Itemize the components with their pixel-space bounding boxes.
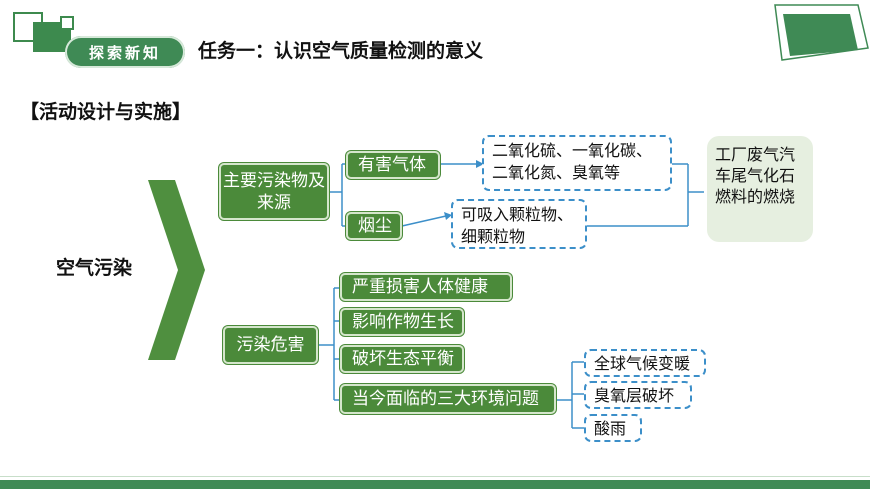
harm-item: 影响作物生长 — [340, 308, 464, 336]
page-title: 任务一：认识空气质量检测的意义 — [198, 40, 484, 62]
harm-item: 破坏生态平衡 — [340, 345, 464, 373]
harm-item-label: 影响作物生长 — [352, 312, 454, 332]
harm-item-label: 当今面临的三大环境问题 — [352, 389, 539, 409]
harms-label: 污染危害 — [236, 335, 305, 355]
problem-item: 全球气候变暖 — [584, 349, 706, 377]
problem-item: 酸雨 — [584, 414, 642, 442]
dust-box: 烟尘 — [346, 212, 402, 240]
corner-square-small — [60, 16, 74, 30]
dust-label: 烟尘 — [358, 216, 392, 236]
footer-line — [0, 476, 870, 477]
section-badge-label: 探索新知 — [88, 43, 161, 62]
pollution-origin-box: 工厂废气汽车尾气化石燃料的燃烧 — [707, 136, 813, 242]
gas-examples-box: 二氧化硫、一氧化碳、二氧化氮、臭氧等 — [482, 135, 672, 191]
problem-item: 臭氧层破坏 — [584, 381, 692, 409]
harm-item-label: 破坏生态平衡 — [352, 349, 454, 369]
harmful-gas-label: 有害气体 — [358, 155, 426, 175]
harm-item: 当今面临的三大环境问题 — [340, 384, 556, 414]
harm-item: 严重损害人体健康 — [340, 273, 512, 301]
dust-examples-box: 可吸入颗粒物、细颗粒物 — [451, 199, 587, 249]
sources-box: 主要污染物及来源 — [219, 163, 329, 220]
footer-bar — [0, 480, 870, 489]
section-badge: 探索新知 — [65, 36, 185, 68]
harmful-gas-box: 有害气体 — [346, 151, 440, 179]
sources-label: 主要污染物及来源 — [223, 170, 325, 213]
harms-box: 污染危害 — [223, 326, 318, 364]
harm-item-label: 严重损害人体健康 — [352, 277, 488, 297]
topic-label: 空气污染 — [56, 257, 133, 279]
activity-heading: 【活动设计与实施】 — [20, 101, 192, 123]
